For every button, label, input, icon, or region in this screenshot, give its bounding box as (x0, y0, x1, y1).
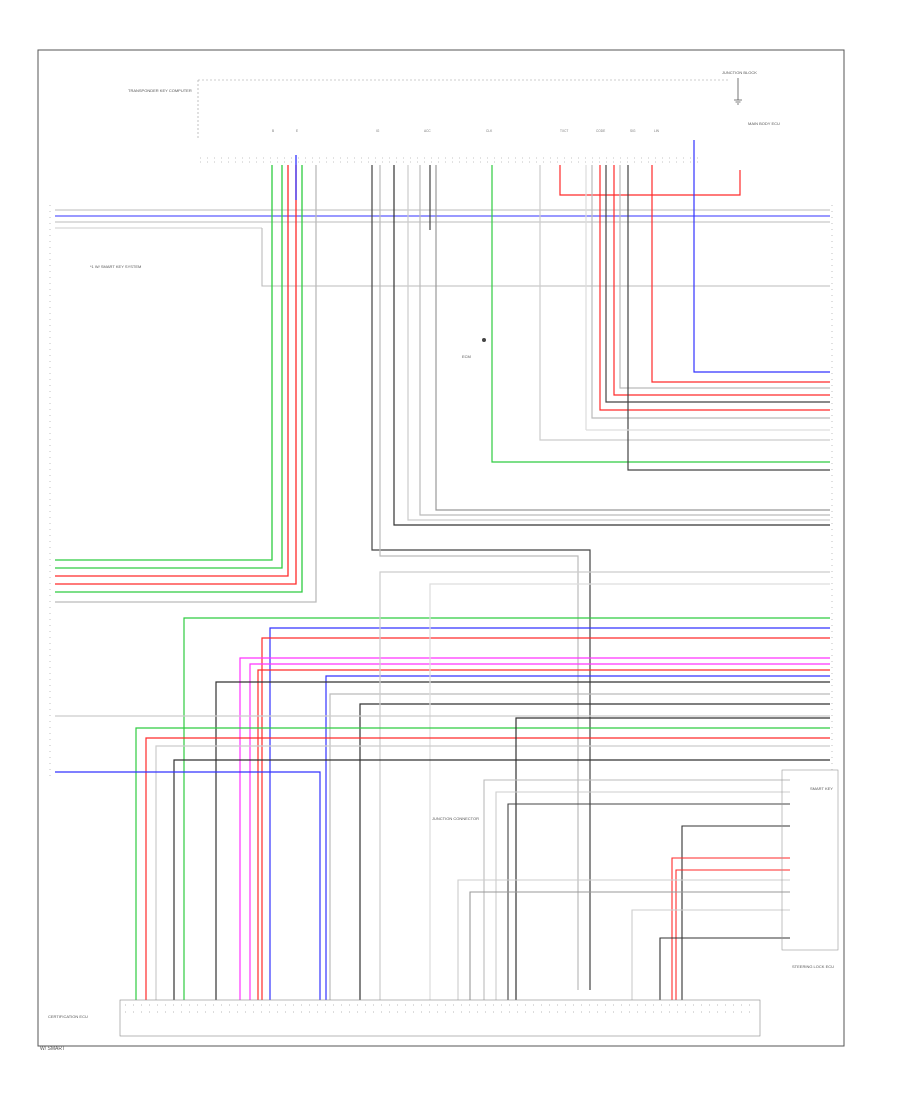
bottom-pin-marks (125, 1004, 755, 1013)
top-left-component-label: TRANSPONDER KEY COMPUTER (128, 88, 192, 93)
top-bracket (197, 79, 730, 140)
splice-point (482, 338, 486, 342)
right-component-label: MAIN BODY ECU (748, 121, 780, 126)
center-connector-label: JUNCTION CONNECTOR (432, 816, 479, 821)
diagram-frame (37, 49, 845, 1047)
pin-label: B (272, 129, 274, 133)
center-wires (371, 165, 830, 990)
pin-label: ACC (424, 129, 431, 133)
pin-label: SIG (630, 129, 636, 133)
pin-label: IG (376, 129, 380, 133)
pin-label: CLK (486, 129, 493, 133)
pin-label: TXCT (560, 129, 568, 133)
bottom-connector (119, 999, 761, 1037)
ground-symbol (734, 78, 742, 105)
right-box-title: SMART KEY (810, 786, 833, 791)
bottom-left-component-label: CERTIFICATION ECU (48, 1014, 88, 1019)
lower-right-wires (457, 779, 790, 1000)
vertical-wires-top (55, 155, 317, 603)
pin-label: E (296, 129, 298, 133)
corner-label: W/ SMART (40, 1046, 65, 1052)
mid-note: *1 W/ SMART KEY SYSTEM (90, 264, 141, 269)
right-box (781, 769, 839, 951)
pin-label: CODE (596, 129, 605, 133)
pin-labels: B E IG ACC CLK TXCT CODE SIG LIN (272, 129, 660, 133)
mid-right-component-label: ECM (462, 354, 471, 359)
bottom-right-component-label: STEERING LOCK ECU (792, 964, 834, 969)
left-bus-wires (55, 209, 830, 287)
lower-bus-wires (55, 571, 830, 1000)
pin-label: LIN (654, 129, 660, 133)
top-connector-strip (200, 157, 700, 163)
right-top-wires (491, 140, 830, 471)
top-right-component-label: JUNCTION BLOCK (722, 70, 757, 75)
